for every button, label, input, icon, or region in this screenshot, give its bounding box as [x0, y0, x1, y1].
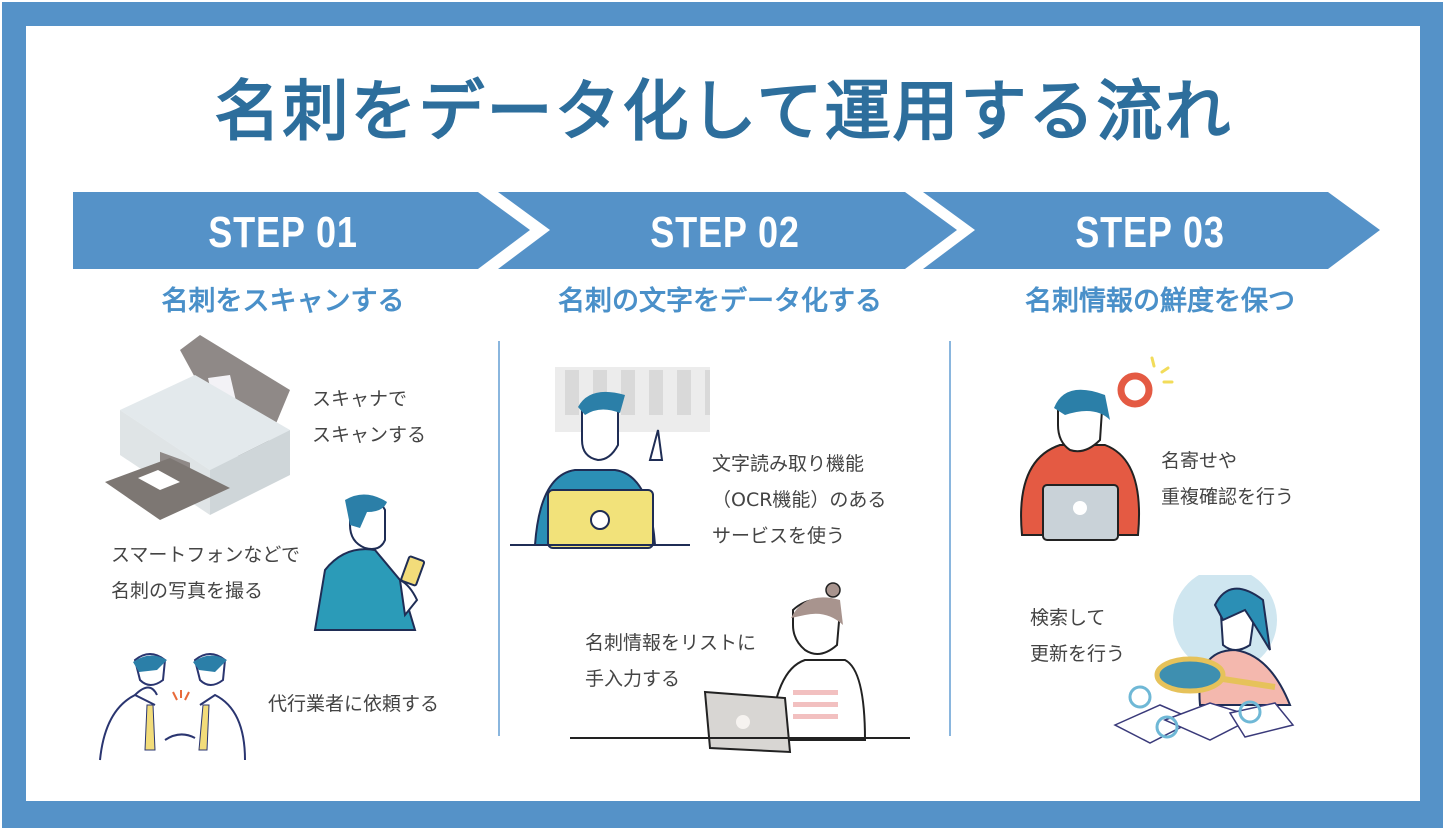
smartphone-man-icon [313, 494, 426, 631]
caption-line: サービスを使う [712, 525, 846, 547]
step-03-arrow [923, 192, 1380, 269]
page-title: 名刺をデータ化して運用する流れ [214, 73, 1233, 150]
scanner-icon [105, 335, 290, 520]
caption-line: 検索して [1030, 607, 1106, 629]
caption-line: 更新を行う [1030, 643, 1126, 665]
handshake-icon [99, 653, 246, 761]
caption-line: スキャンする [312, 424, 427, 446]
step-01-item-1-caption: スキャナで スキャンする [312, 381, 426, 453]
caption-line: 文字読み取り機能 [712, 453, 865, 475]
step-01-subtitle: 名刺をスキャンする [161, 286, 405, 317]
step-02-arrow [498, 192, 957, 269]
step-01-item-3-caption: 代行業者に依頼する [268, 686, 439, 722]
step-03-label: STEP 03 [1075, 208, 1225, 257]
step-02-item-2-caption: 名刺情報をリストに 手入力する [585, 625, 756, 697]
step-02-item-1-caption: 文字読み取り機能 （OCR機能）のある サービスを使う [712, 446, 886, 554]
caption-line: 重複確認を行う [1161, 486, 1295, 508]
step-03-item-1-caption: 名寄せや 重複確認を行う [1161, 443, 1294, 515]
ocr-laptop-man-icon [510, 367, 710, 549]
caption-line: スキャナで [312, 388, 408, 410]
step-03-item-2-caption: 検索して 更新を行う [1030, 600, 1125, 672]
caption-line: 名寄せや [1161, 450, 1238, 472]
typing-woman-icon [570, 582, 910, 754]
step-02-label: STEP 02 [650, 208, 800, 257]
step-01-label: STEP 01 [208, 208, 358, 257]
step-01-item-2-caption: スマートフォンなどで 名刺の写真を撮る [111, 537, 300, 609]
step-01-arrow [73, 192, 530, 269]
caption-line: 名刺情報をリストに [585, 632, 757, 654]
divider-1 [498, 341, 500, 736]
magnifier-woman-icon [1113, 575, 1295, 744]
caption-line: スマートフォンなどで [111, 544, 301, 566]
caption-line: 名刺の写真を撮る [111, 580, 264, 602]
step-03-subtitle: 名刺情報の鮮度を保つ [1025, 286, 1295, 317]
caption-line: （OCR機能）のある [712, 489, 887, 511]
caption-line: 代行業者に依頼する [268, 693, 440, 715]
caption-line: 手入力する [585, 668, 681, 690]
step-02-subtitle: 名刺の文字をデータ化する [558, 286, 882, 317]
divider-2 [949, 341, 951, 736]
checking-man-icon [1020, 356, 1174, 541]
